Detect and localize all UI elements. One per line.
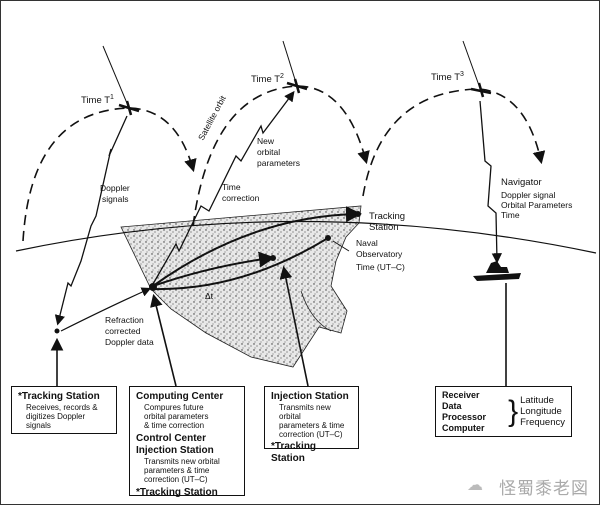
time-correction-label: Time	[222, 182, 241, 192]
time-t3-label: Time T3	[431, 71, 464, 83]
time-correction-signal-line	[152, 90, 295, 285]
box-title: Control Center	[136, 433, 206, 444]
refraction-label: Doppler data	[105, 337, 154, 347]
box-title: Computing Center	[136, 391, 224, 402]
navigator-item: Doppler signal	[501, 190, 555, 200]
box-desc: parameters & time	[279, 421, 345, 430]
box-desc: Transmits new orbital	[144, 457, 220, 466]
tracking-station-box: *Tracking Station Receives, records & di…	[11, 386, 117, 434]
box-desc: signals	[26, 421, 51, 430]
tracking-station-label: Tracking	[369, 211, 405, 222]
navigator-signal-line	[479, 100, 503, 264]
output: Longitude	[520, 406, 562, 417]
time-correction-label: correction	[222, 193, 260, 203]
box-title: Injection Station	[136, 445, 214, 456]
navigator-label: Navigator	[501, 177, 542, 188]
component: Computer	[442, 422, 485, 433]
refraction-label: Refraction	[105, 315, 144, 325]
ship-icon	[473, 261, 521, 281]
box-title: *Tracking Station	[271, 441, 317, 464]
navigator-item: Time	[501, 210, 520, 220]
naval-observatory-label: Naval	[356, 238, 378, 248]
box-desc: & time correction	[144, 421, 205, 430]
box-desc: orbital parameters	[144, 412, 209, 421]
refraction-label: corrected	[105, 326, 141, 336]
box-desc: correction (UT–C)	[144, 475, 208, 484]
horizon-line	[15, 220, 597, 254]
satellite-orbit-label: Satellite orbit	[196, 93, 228, 142]
tracking-station-label: Station	[369, 222, 399, 233]
box-title: Injection Station	[271, 391, 349, 402]
box-title: *Tracking Station	[136, 487, 218, 498]
navigator-item: Orbital Parameters	[501, 200, 572, 210]
box-desc: digitizes Doppler	[26, 412, 86, 421]
land-mass	[120, 205, 362, 368]
new-orbital-parameters-label: parameters	[257, 158, 300, 168]
box-desc: correction (UT–C)	[279, 430, 343, 439]
receiver-components: Receiver Data Processor Computer	[442, 390, 506, 434]
doppler-signals-label: signals	[102, 194, 128, 204]
doppler-signals-label: Doppler	[100, 183, 130, 193]
time-t2-label: Time T2	[251, 73, 284, 85]
injection-station-box: Injection Station Transmits new orbital …	[264, 386, 359, 464]
naval-observatory-label: Observatory	[356, 249, 403, 259]
receiver-outputs: Latitude Longitude Frequency	[520, 395, 565, 428]
box-desc: parameters & time	[144, 466, 210, 475]
component: Data Processor	[442, 400, 487, 422]
satellite-icon	[118, 78, 492, 116]
output: Latitude	[520, 395, 554, 406]
wechat-logo-icon: ☁	[467, 477, 483, 494]
doppler-signal-line	[54, 115, 128, 326]
computing-center-box: Computing Center Compures future orbital…	[129, 386, 245, 498]
brace-icon: }	[508, 394, 519, 428]
box-title: *Tracking Station	[18, 391, 100, 402]
delta-t-label: Δt	[205, 291, 214, 301]
new-orbital-parameters-label: orbital	[257, 147, 280, 157]
component: Receiver	[442, 389, 480, 400]
receiver-box: Receiver Data Processor Computer } Latit…	[435, 386, 572, 437]
box-desc: Transmits new orbital	[279, 403, 331, 421]
watermark: 怪蜀黍老図曾	[499, 479, 589, 499]
box-desc: Compures future	[144, 403, 204, 412]
box-desc: Receives, records &	[26, 403, 98, 412]
output: Frequency	[520, 417, 565, 428]
time-t1-label: Time T1	[81, 94, 114, 106]
new-orbital-parameters-label: New	[257, 136, 275, 146]
station-point	[54, 211, 361, 334]
naval-observatory-label: Time (UT–C)	[356, 262, 405, 272]
